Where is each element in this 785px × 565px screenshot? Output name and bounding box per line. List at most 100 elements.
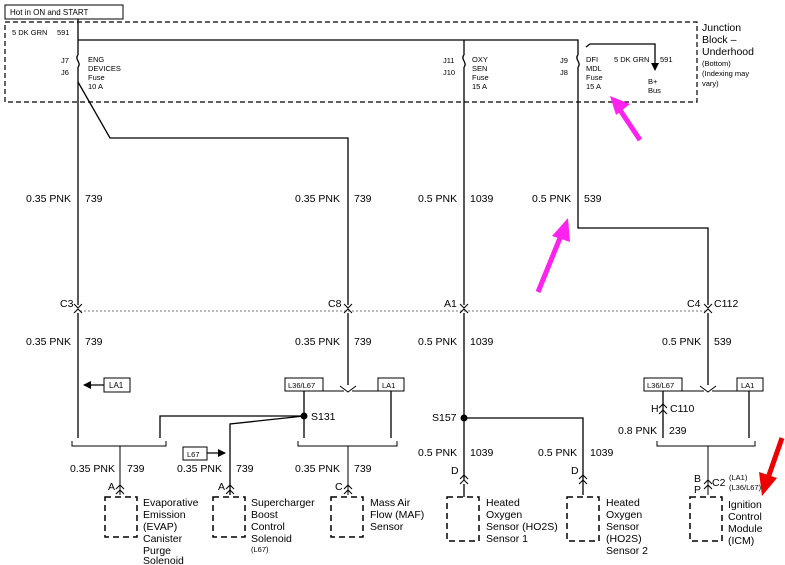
feed-wire-circuit: 591: [57, 28, 70, 37]
option-tag-la1: LA1: [741, 381, 754, 390]
component-icm-line: (ICM): [728, 535, 754, 547]
component-ho2s2-line: Sensor 2: [606, 545, 648, 557]
connector-pins: [73, 303, 713, 314]
wire-539: [577, 67, 709, 305]
component-evap-line: Purge: [143, 545, 171, 557]
pin-evap: A: [108, 481, 115, 493]
wire-label-circuit: 739: [354, 336, 372, 348]
component-supercharger-option: (L67): [251, 545, 269, 554]
option-tag-l36: L36/L67: [647, 381, 674, 390]
attention-arrow-icm: [759, 437, 785, 496]
wire-label-circuit: 739: [85, 193, 103, 205]
wire-label-gauge: 0.8 PNK: [618, 425, 657, 437]
component-ho2s2-line: Sensor: [606, 521, 640, 533]
fuse-oxy-name-1: OXY: [472, 55, 488, 64]
component-ho2s2-line: Heated: [606, 497, 640, 509]
wire-label-circuit: 1039: [470, 447, 494, 459]
wire-label-circuit: 739: [354, 193, 372, 205]
component-pin-chevrons: [115, 474, 713, 495]
wire-label-gauge: 0.35 PNK: [295, 193, 340, 205]
component-maf-box: [330, 496, 364, 538]
pin-ho2s1: D: [451, 465, 459, 477]
component-evap-line: (EVAP): [143, 521, 177, 533]
feed-wire-gauge: 5 DK GRN: [12, 28, 47, 37]
component-icm-line: Ignition: [728, 499, 762, 511]
pin-maf: C: [335, 481, 343, 493]
junction-block-boundary: [4, 21, 698, 103]
fuse-dfi-name-2: MDL: [586, 64, 602, 73]
fuse-eng-name-3: Fuse: [88, 73, 105, 82]
bplus-label-1: B+: [648, 77, 658, 86]
component-supercharger-line: Control: [251, 521, 285, 533]
connector-c2-option2: (L36/L67): [729, 483, 762, 492]
option-selector-c4: L36/L67 LA1: [643, 377, 764, 438]
option-tag-la1: LA1: [382, 381, 395, 390]
pin-icm-p: P: [694, 484, 701, 496]
bplus-feed: [585, 43, 659, 71]
connector-c3: C3: [60, 298, 74, 310]
connector-a1: A1: [444, 298, 457, 310]
fuse-oxy-name-2: SEN: [472, 64, 487, 73]
component-evap-line: Emission: [143, 509, 186, 521]
highlight-arrow-wire: [535, 218, 570, 293]
fuse-dfi-name-4: 15 A: [586, 82, 601, 91]
component-icm-line: Control: [728, 511, 762, 523]
wire-label-circuit: 739: [354, 463, 372, 475]
connector-c110-pin: [658, 403, 668, 409]
component-ho2s1-line: Oxygen: [486, 509, 522, 521]
wire-label-circuit: 239: [669, 425, 687, 437]
bplus-gauge: 5 DK GRN: [614, 55, 649, 64]
wire-739-branch: [77, 81, 349, 305]
component-supercharger-line: Supercharger: [251, 497, 315, 509]
wire-label-gauge: 0.5 PNK: [418, 193, 457, 205]
wire-label-gauge: 0.5 PNK: [662, 336, 701, 348]
splice-s157-label: S157: [432, 412, 457, 424]
fuse-dfi-name-1: DFI: [586, 55, 598, 64]
fuse-oxy-name-4: 15 A: [472, 82, 487, 91]
component-icm-line: Module: [728, 523, 763, 535]
fuse-dfi-top-pin: J9: [560, 56, 568, 65]
wire-label-circuit: 539: [584, 193, 602, 205]
connector-c110-pin-label: H: [651, 403, 659, 415]
pin-ho2s2: D: [571, 465, 579, 477]
connector-c2-option1: (LA1): [729, 473, 748, 482]
option-tag-la1: [103, 377, 131, 393]
fuse-oxy-bottom-pin: J10: [443, 68, 455, 77]
wire-label-circuit: 539: [714, 336, 732, 348]
junction-block-note-2: (Indexing may: [702, 69, 749, 78]
connector-c4: C4: [687, 298, 701, 310]
option-tag-l36: L36/L67: [288, 381, 315, 390]
bplus-label-2: Bus: [648, 86, 661, 95]
power-source-label: Hot in ON and START: [10, 8, 89, 17]
component-ho2s1-line: Heated: [486, 497, 520, 509]
component-ho2s1-line: Sensor 1: [486, 533, 528, 545]
wire-label-gauge: 0.35 PNK: [177, 463, 222, 475]
fuse-eng-name-4: 10 A: [88, 82, 103, 91]
component-evap-line: Evaporative: [143, 497, 199, 509]
wire-label-gauge: 0.35 PNK: [295, 463, 340, 475]
component-evap-box: [104, 496, 138, 538]
wire-label-gauge: 0.5 PNK: [532, 193, 571, 205]
power-source-box: [4, 4, 124, 20]
junction-block-note-1: (Bottom): [702, 59, 731, 68]
component-maf-line: Flow (MAF): [370, 509, 424, 521]
fuse-eng-bottom-pin: J6: [61, 68, 69, 77]
wire-label-gauge: 0.35 PNK: [295, 336, 340, 348]
wire-label-gauge: 0.35 PNK: [26, 336, 71, 348]
wire-label-circuit: 739: [85, 336, 103, 348]
component-maf-line: Mass Air: [370, 497, 411, 509]
junction-block-title-2: Block –: [702, 34, 737, 46]
option-brackets: [71, 441, 756, 495]
wire-label-gauge: 0.5 PNK: [418, 336, 457, 348]
bus-bar: [78, 39, 579, 55]
fuse-eng-name-2: DEVICES: [88, 64, 121, 73]
wire-label-gauge: 0.35 PNK: [26, 193, 71, 205]
component-supercharger-line: Boost: [251, 509, 278, 521]
fuse-eng-devices: J7 J6 ENG DEVICES Fuse 10 A: [61, 54, 121, 91]
junction-block-title-3: Underhood: [702, 46, 754, 58]
pin-icm-b: B: [694, 473, 701, 485]
wire-label-circuit: 1039: [590, 447, 614, 459]
wire-label-circuit: 1039: [470, 193, 494, 205]
